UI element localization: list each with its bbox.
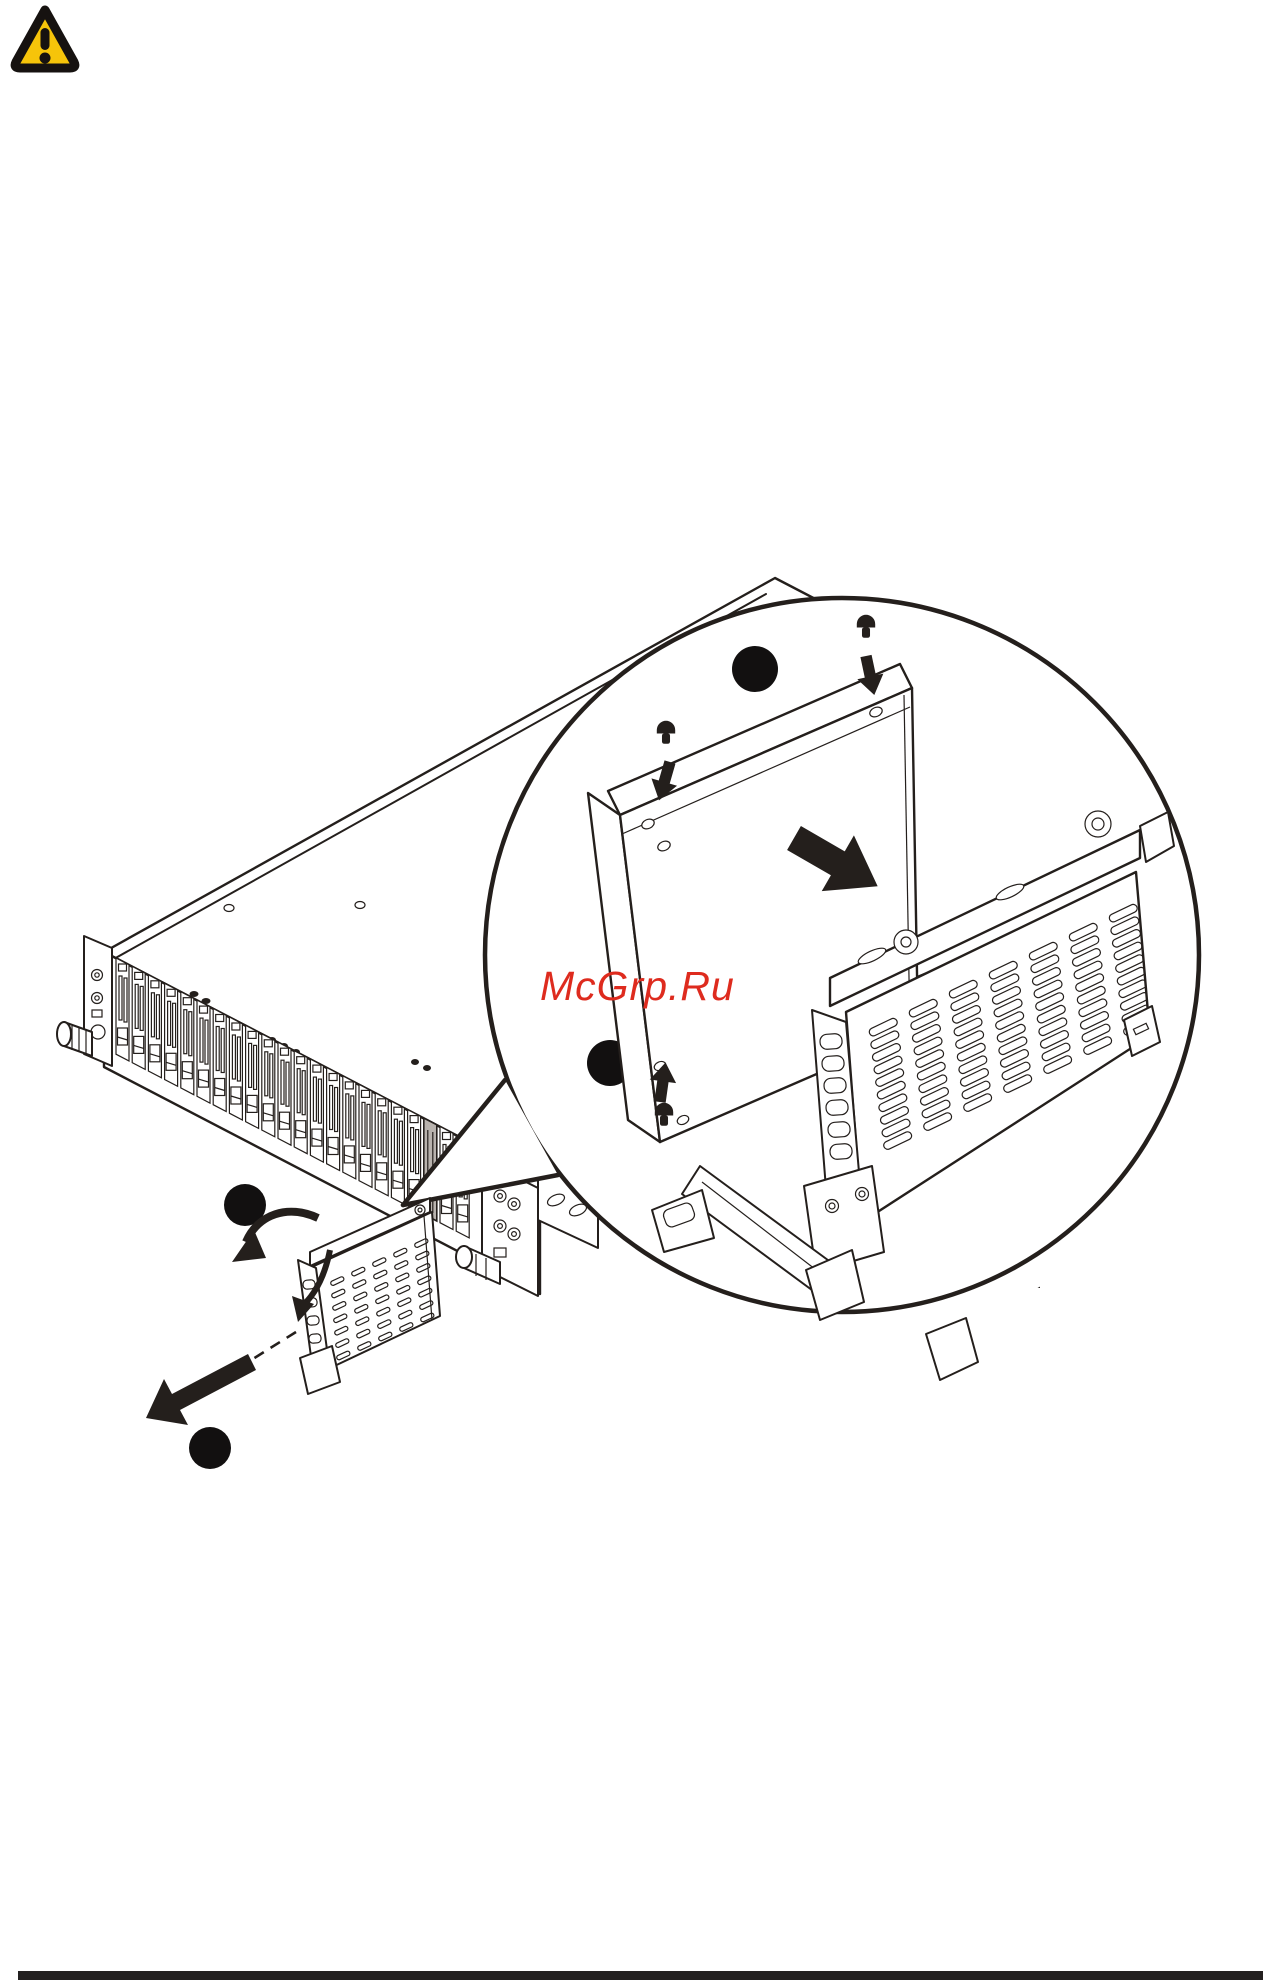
extracted-drive-carrier xyxy=(297,1197,441,1395)
rotation-arrow xyxy=(242,1207,320,1244)
marker-open-latch xyxy=(224,1184,266,1226)
watermark-text: McGrp.Ru xyxy=(540,963,735,1009)
removal-arrow xyxy=(146,1354,256,1425)
pull-out-step xyxy=(146,1330,297,1469)
marker-bubble-top xyxy=(732,646,778,692)
right-thumbscrew xyxy=(455,1245,501,1285)
left-thumbscrew xyxy=(56,1021,93,1057)
carrier-with-vent-slots xyxy=(651,810,1175,1381)
left-mounting-ear xyxy=(56,935,113,1067)
warning-triangle-icon xyxy=(10,5,80,73)
detail-bubble-contents xyxy=(586,614,1175,1381)
extracted-carrier-latch xyxy=(299,1345,341,1395)
open-latch-step xyxy=(224,1184,333,1322)
carrier-latch-lever xyxy=(651,1165,979,1381)
carrier-front-bezel xyxy=(803,1009,885,1273)
marker-pull-out xyxy=(189,1427,231,1469)
page-footer-rule xyxy=(18,1971,1263,1980)
